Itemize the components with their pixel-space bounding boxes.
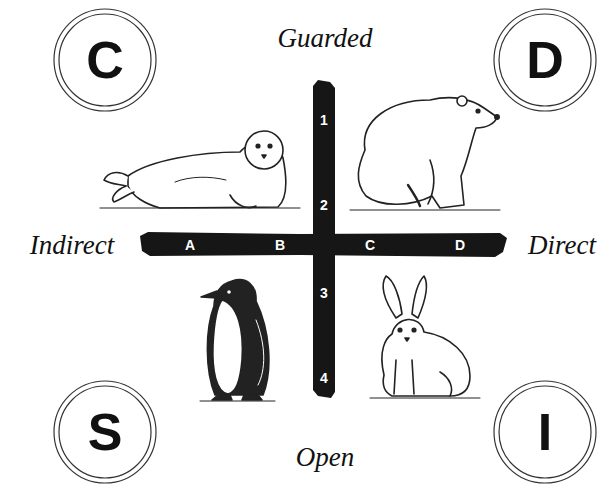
seal-drawing	[100, 131, 300, 208]
scale-letter: C	[365, 238, 375, 252]
scale-letter: D	[455, 238, 465, 252]
axis-label: Indirect	[30, 232, 114, 259]
circle-letter: D	[526, 34, 564, 86]
outer-ring	[54, 9, 156, 111]
inner-ring	[499, 386, 591, 478]
inner-ring	[59, 386, 151, 478]
outer-ring	[494, 381, 596, 483]
horizontal-bar	[140, 232, 507, 257]
axis-label: Guarded	[278, 25, 373, 52]
outer-ring	[494, 9, 596, 111]
scale-letter: A	[185, 238, 195, 252]
hare-drawing	[370, 276, 480, 398]
penguin-drawing	[200, 280, 275, 401]
style-circle: C	[53, 8, 157, 112]
axis-bars	[140, 80, 507, 398]
scale-number: 2	[320, 198, 328, 212]
circle-letter: I	[538, 406, 552, 458]
outer-ring	[54, 381, 156, 483]
circle-letter: S	[88, 406, 123, 458]
style-circle: I	[493, 380, 597, 484]
axis-label: Open	[296, 444, 354, 471]
axis-label: Direct	[528, 232, 596, 259]
inner-ring	[59, 14, 151, 106]
inner-ring	[499, 14, 591, 106]
scale-letter: B	[275, 238, 285, 252]
circle-letter: C	[86, 34, 124, 86]
scale-number: 4	[320, 371, 328, 385]
scale-number: 3	[320, 286, 328, 300]
style-circle: D	[493, 8, 597, 112]
scale-number: 1	[320, 113, 328, 127]
style-circle: S	[53, 380, 157, 484]
polar-bear-drawing	[350, 96, 500, 210]
